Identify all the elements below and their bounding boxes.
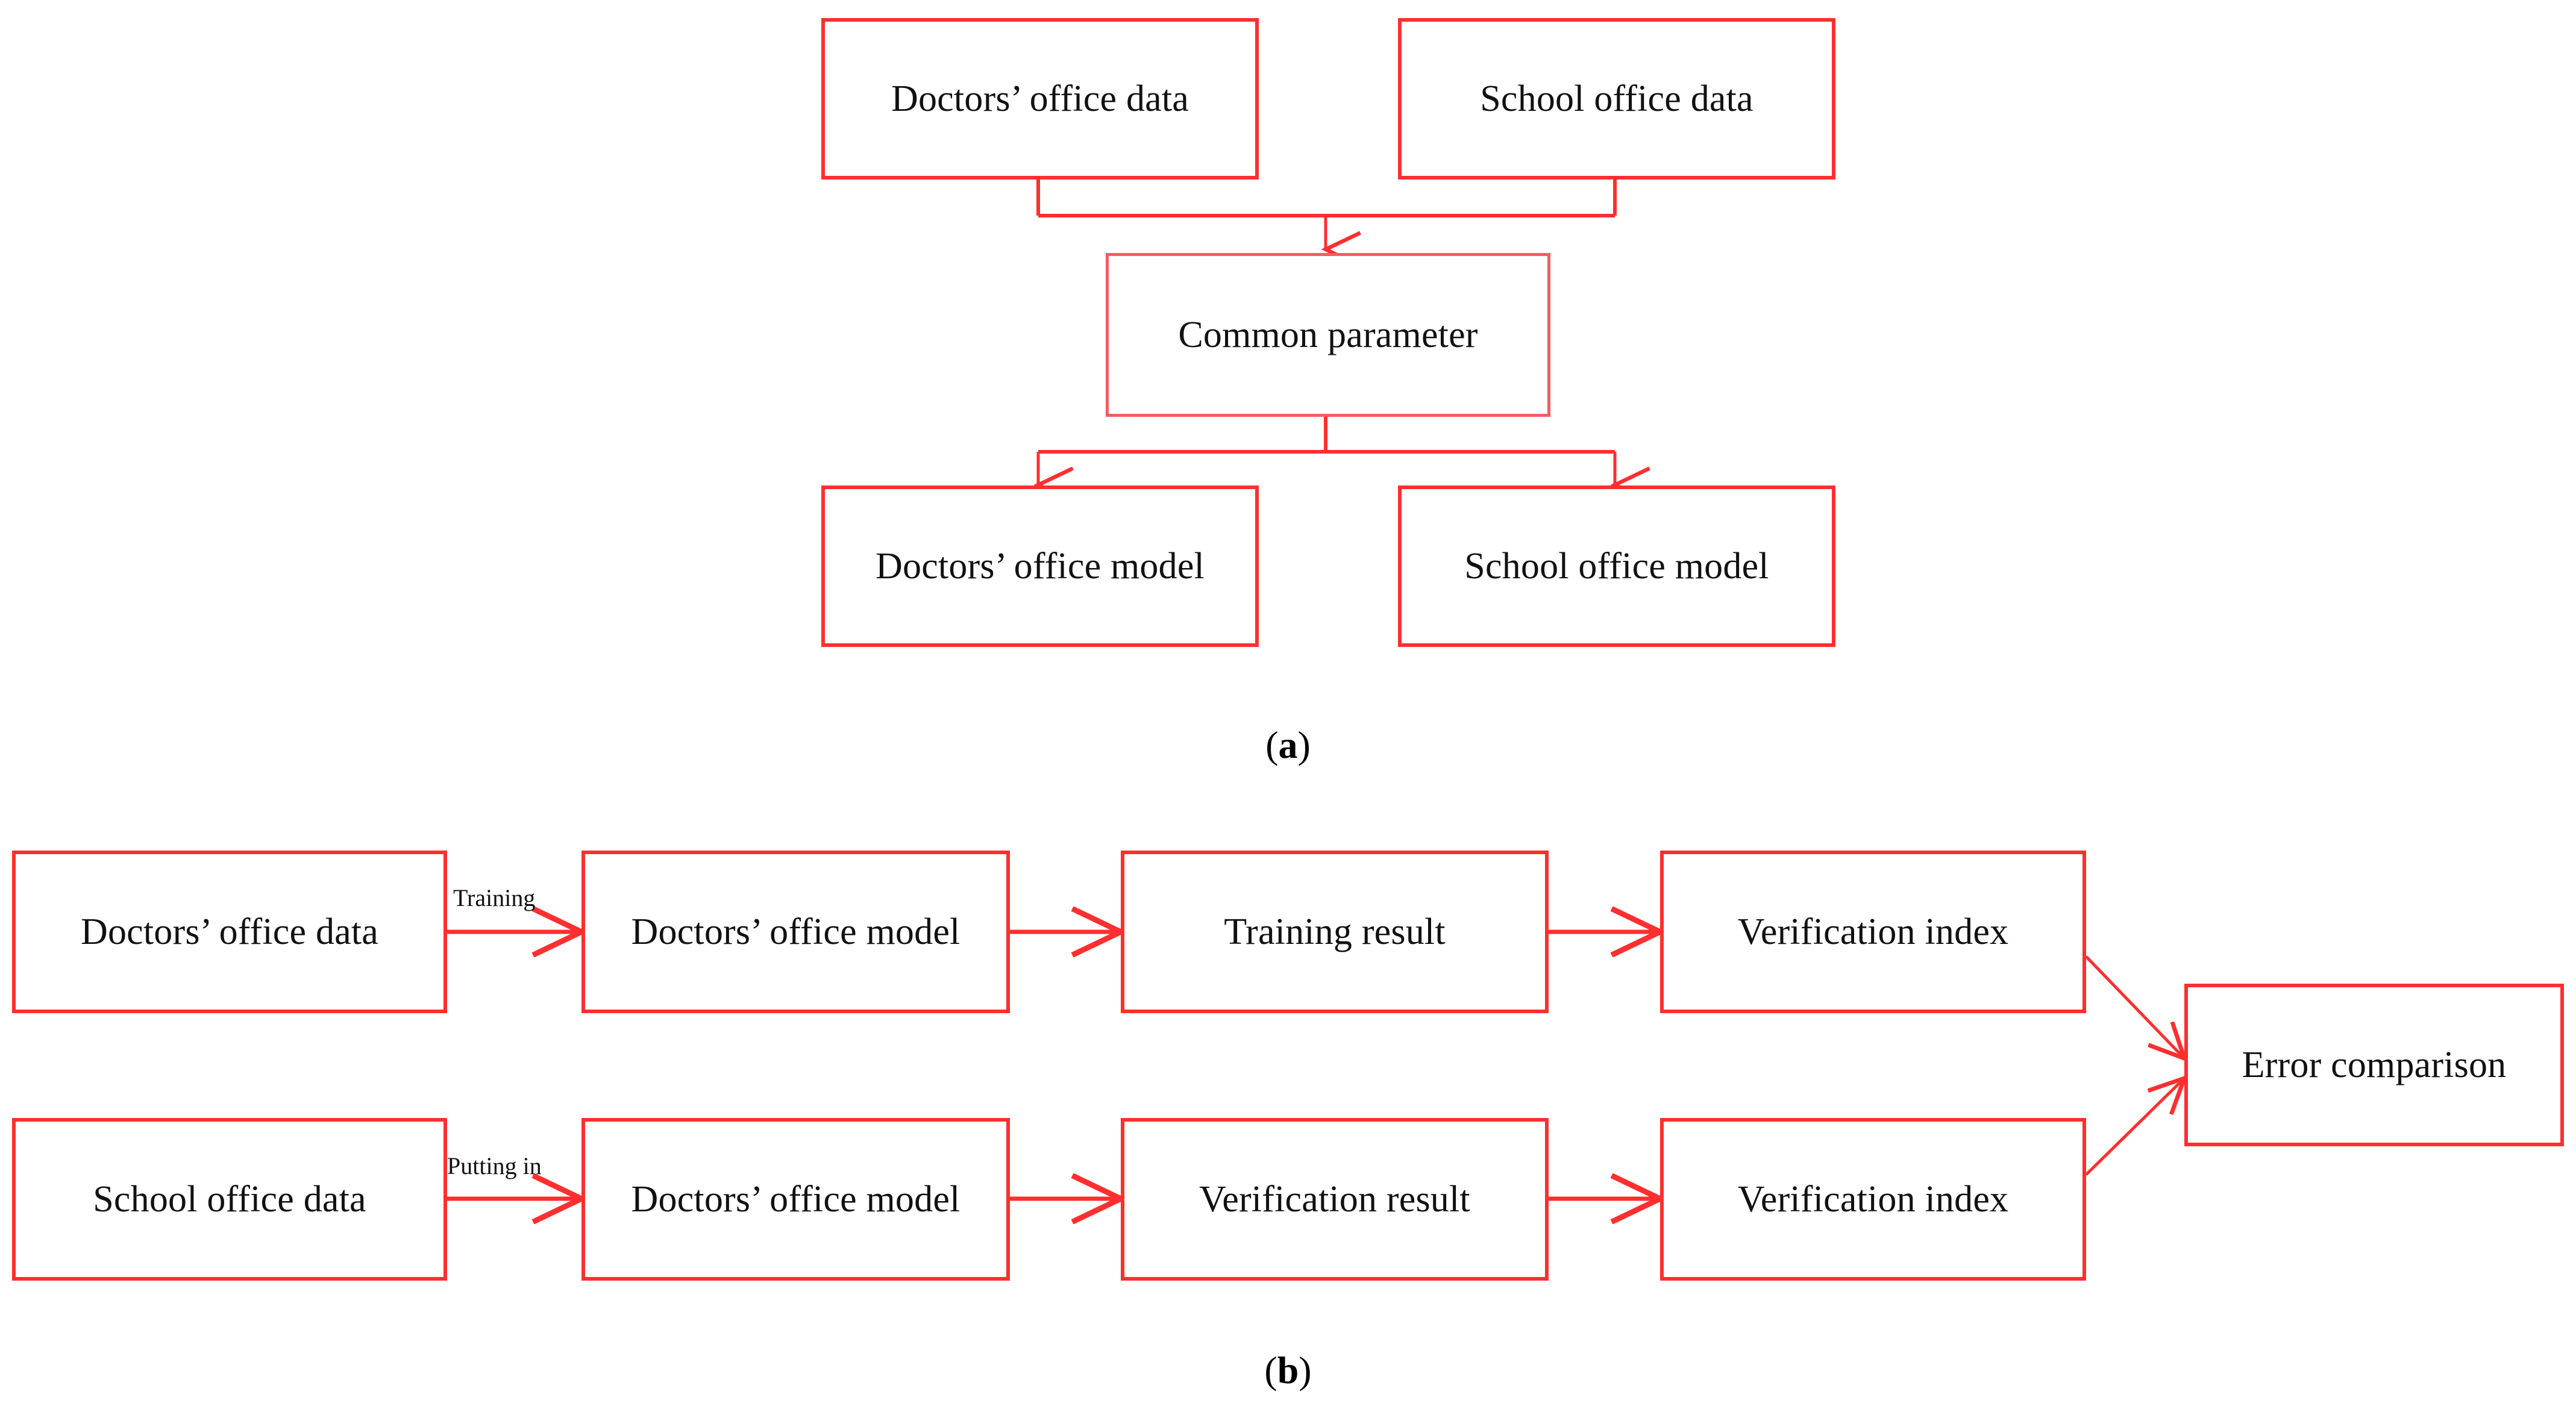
panel-a-caption: (a) (0, 723, 2576, 767)
node-label: Doctors’ office data (891, 78, 1189, 119)
panel-b-caption-letter: b (1277, 1349, 1299, 1391)
node-doctors-office-model-b-top[interactable]: Doctors’ office model (581, 851, 1010, 1013)
wire-b-diag-top (2085, 955, 2184, 1058)
node-label: School office data (93, 1178, 366, 1220)
node-doctors-office-data-b[interactable]: Doctors’ office data (12, 851, 447, 1013)
node-label: Error comparison (2242, 1044, 2507, 1085)
node-label: Doctors’ office model (631, 1178, 961, 1220)
edge-label-putting-in: Putting in (447, 1152, 542, 1179)
node-verification-result[interactable]: Verification result (1121, 1118, 1549, 1281)
node-label: School office data (1480, 78, 1753, 119)
node-error-comparison[interactable]: Error comparison (2184, 984, 2564, 1146)
panel-b-caption-close: ) (1299, 1349, 1312, 1391)
panel-a-caption-close: ) (1297, 723, 1311, 766)
node-school-office-data-b[interactable]: School office data (12, 1118, 447, 1281)
node-training-result[interactable]: Training result (1121, 851, 1549, 1013)
node-doctors-office-model-b-bottom[interactable]: Doctors’ office model (581, 1118, 1010, 1281)
node-label: School office model (1464, 545, 1769, 587)
panel-a-caption-open: ( (1265, 723, 1279, 766)
node-verification-index-top[interactable]: Verification index (1660, 851, 2086, 1013)
node-label: Verification index (1737, 1178, 2009, 1220)
panel-b-caption-open: ( (1264, 1349, 1277, 1391)
node-label: Training result (1224, 911, 1446, 952)
node-school-office-data-a[interactable]: School office data (1398, 18, 1835, 180)
node-label: Verification index (1737, 911, 2009, 952)
node-doctors-office-data-a[interactable]: Doctors’ office data (821, 18, 1259, 180)
node-label: Doctors’ office model (631, 911, 961, 952)
node-label: Doctors’ office data (80, 911, 379, 952)
panel-b-caption: (b) (0, 1348, 2576, 1393)
node-doctors-office-model-a[interactable]: Doctors’ office model (821, 486, 1259, 647)
node-label: Verification result (1199, 1178, 1470, 1220)
node-label: Common parameter (1178, 314, 1478, 355)
wire-b-diag-bottom (2085, 1078, 2184, 1176)
edge-label-training: Training (453, 884, 536, 911)
node-school-office-model-a[interactable]: School office model (1398, 486, 1835, 647)
node-label: Doctors’ office model (876, 545, 1205, 587)
node-verification-index-bottom[interactable]: Verification index (1660, 1118, 2086, 1281)
node-common-parameter[interactable]: Common parameter (1106, 253, 1550, 417)
panel-a-caption-letter: a (1278, 723, 1298, 766)
